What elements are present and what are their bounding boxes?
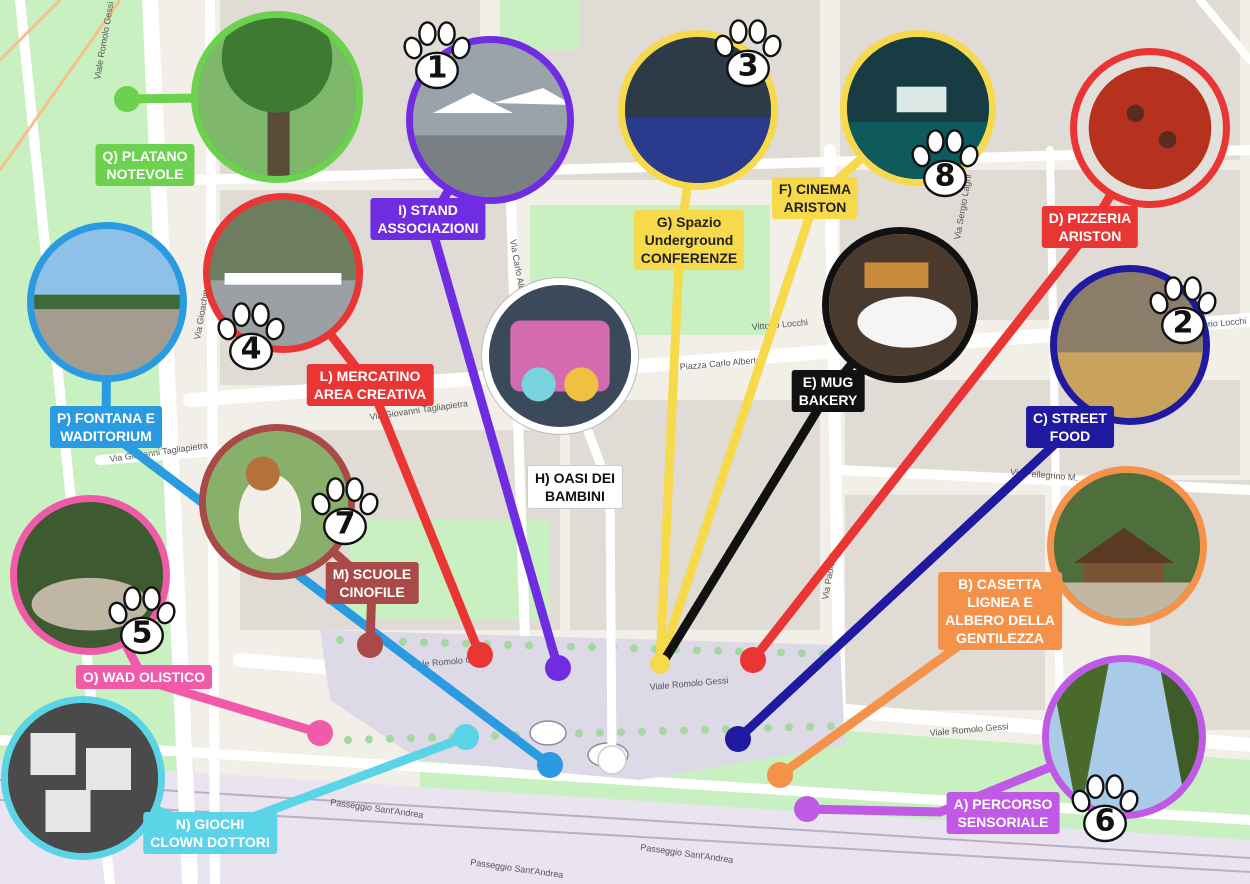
location-label-B[interactable]: B) CASETTA LIGNEA E ALBERO DELLA GENTILE… — [938, 572, 1062, 650]
location-label-O[interactable]: O) WAD OLISTICO — [75, 665, 213, 689]
location-label-C[interactable]: C) STREET FOOD — [1026, 406, 1114, 448]
photo-bubble-E[interactable] — [822, 227, 978, 383]
location-label-D[interactable]: D) PIZZERIA ARISTON — [1041, 206, 1139, 248]
photo-bubble-D[interactable] — [1070, 48, 1230, 208]
photo-carousel-icon — [489, 285, 631, 427]
location-dot-C[interactable] — [725, 726, 751, 752]
location-dot-D[interactable] — [740, 647, 766, 673]
location-dot-M[interactable] — [357, 632, 383, 658]
location-dot-P[interactable] — [537, 752, 563, 778]
location-dot-O[interactable] — [307, 720, 333, 746]
photo-bubble-M[interactable] — [199, 424, 355, 580]
location-dot-N[interactable] — [453, 724, 479, 750]
paw-number-5: 5 — [131, 615, 153, 651]
location-dot-B[interactable] — [767, 762, 793, 788]
location-label-M[interactable]: M) SCUOLE CINOFILE — [325, 562, 419, 604]
location-label-I[interactable]: I) STAND ASSOCIAZIONI — [370, 198, 486, 240]
location-label-L[interactable]: L) MERCATINO AREA CREATIVA — [306, 364, 434, 406]
paw-number-3: 3 — [737, 48, 759, 84]
location-label-Q[interactable]: Q) PLATANO NOTEVOLE — [95, 144, 195, 186]
photo-trees-icon — [1049, 662, 1199, 812]
location-dot-H[interactable] — [597, 745, 627, 775]
location-dot-Q[interactable] — [114, 86, 140, 112]
location-dot-I[interactable] — [545, 655, 571, 681]
photo-bubble-Q[interactable] — [191, 11, 363, 183]
paw-number-2: 2 — [1172, 305, 1194, 341]
photo-bubble-H[interactable] — [482, 278, 638, 434]
paw-number-8: 8 — [934, 158, 956, 194]
location-label-P[interactable]: P) FONTANA E WADITORIUM — [50, 406, 162, 448]
photo-bubble-C[interactable] — [1050, 265, 1210, 425]
photo-bubble-P[interactable] — [27, 222, 187, 382]
photo-tree-icon — [198, 18, 356, 176]
photo-pizza-icon — [1077, 55, 1223, 201]
photo-hut-icon — [1054, 473, 1200, 619]
location-dot-A[interactable] — [794, 796, 820, 822]
location-dot-G[interactable] — [650, 654, 670, 674]
location-label-G[interactable]: G) Spazio Underground CONFERENZE — [633, 210, 745, 270]
street-name-16: Vittorio Locchi — [751, 317, 808, 332]
location-label-N[interactable]: N) GIOCHI CLOWN DOTTORI — [143, 812, 277, 854]
photo-fountain-icon — [34, 229, 180, 375]
photo-bubble-B[interactable] — [1047, 466, 1207, 626]
fountain-icon — [529, 720, 567, 746]
photo-bakery-icon — [829, 234, 971, 376]
photo-bubble-O[interactable] — [10, 495, 170, 655]
paw-number-4: 4 — [240, 331, 262, 367]
paw-number-7: 7 — [334, 506, 356, 542]
paw-number-6: 6 — [1094, 803, 1116, 839]
photo-crowd-icon — [1057, 272, 1203, 418]
location-label-A[interactable]: A) PERCORSO SENSORIALE — [946, 792, 1060, 834]
location-dot-L[interactable] — [467, 642, 493, 668]
location-label-E[interactable]: E) MUG BAKERY — [791, 370, 865, 412]
photo-cards-icon — [8, 703, 158, 853]
location-label-H[interactable]: H) OASI DEI BAMBINI — [526, 465, 624, 509]
paw-number-1: 1 — [426, 50, 448, 86]
photo-bubble-N[interactable] — [1, 696, 165, 860]
photo-dog-icon — [206, 431, 348, 573]
location-label-F[interactable]: F) CINEMA ARISTON — [771, 177, 859, 219]
